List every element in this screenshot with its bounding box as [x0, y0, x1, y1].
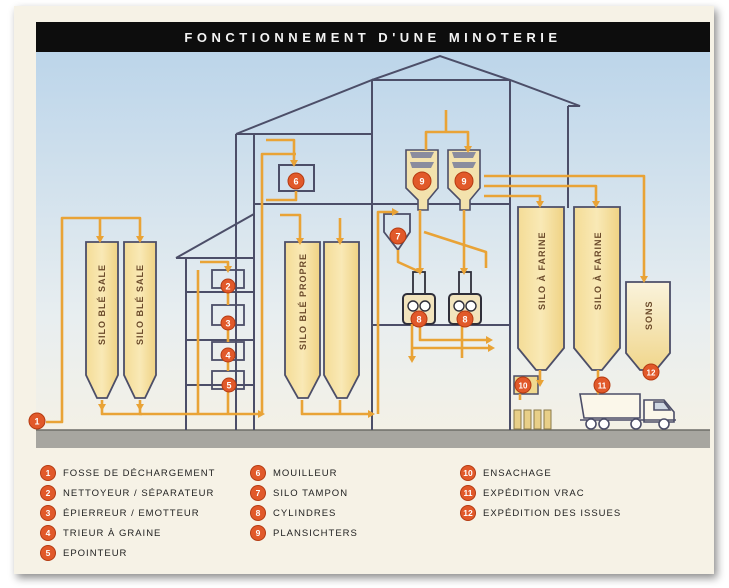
svg-text:2: 2 [225, 282, 230, 292]
legend-label: NETTOYEUR / SÉPARATEUR [63, 487, 215, 499]
svg-text:1: 1 [34, 417, 39, 427]
legend-label: EXPÉDITION DES ISSUES [483, 507, 622, 519]
marker-2: 2 [220, 278, 236, 294]
marker-4: 4 [220, 347, 236, 363]
svg-text:6: 6 [293, 177, 298, 187]
svg-text:3: 3 [225, 319, 230, 329]
legend-num: 11 [460, 485, 476, 501]
legend-item-8: 8 CYLINDRES [250, 505, 336, 521]
label-sons: SONS [644, 300, 654, 330]
svg-text:9: 9 [461, 177, 466, 187]
legend-item-2: 2 NETTOYEUR / SÉPARATEUR [40, 485, 214, 501]
label-silo-ble-sale-2: SILO BLÉ SALE [135, 264, 145, 345]
label-silo-ble-propre: SILO BLÉ PROPRE [298, 253, 308, 350]
svg-text:8: 8 [462, 315, 467, 325]
legend-item-10: 10 ENSACHAGE [460, 465, 552, 481]
marker-12: 12 [642, 363, 660, 381]
legend-label: CYLINDRES [273, 507, 337, 519]
legend-item-11: 11 EXPÉDITION VRAC [460, 485, 585, 501]
legend-item-4: 4 TRIEUR À GRAINE [40, 525, 161, 541]
truck [579, 393, 676, 430]
legend-item-1: 1 FOSSE DE DÉCHARGEMENT [40, 465, 215, 481]
legend-num: 7 [250, 485, 266, 501]
legend-num: 2 [40, 485, 56, 501]
legend-num: 4 [40, 525, 56, 541]
page-title: FONCTIONNEMENT D'UNE MINOTERIE [36, 22, 710, 52]
marker-11: 11 [593, 376, 611, 394]
svg-text:11: 11 [598, 382, 607, 391]
label-silo-farine-1: SILO À FARINE [537, 231, 547, 310]
marker-10: 10 [514, 376, 532, 394]
legend-num: 5 [40, 545, 56, 561]
marker-5: 5 [221, 377, 237, 393]
silo-ble-propre-2 [323, 241, 360, 399]
flow-arrows [96, 146, 648, 418]
marker-6: 6 [287, 172, 305, 190]
marker-8a: 8 [410, 310, 428, 328]
label-silo-farine-2: SILO À FARINE [593, 231, 603, 310]
marker-3: 3 [220, 315, 236, 331]
silo-farine-2 [573, 206, 621, 371]
svg-text:12: 12 [647, 369, 656, 378]
legend-item-7: 7 SILO TAMPON [250, 485, 348, 501]
svg-text:8: 8 [416, 315, 421, 325]
legend-num: 12 [460, 505, 476, 521]
legend-item-9: 9 PLANSICHTERS [250, 525, 358, 541]
svg-text:5: 5 [226, 381, 231, 391]
silo-farine-1 [517, 206, 565, 371]
ground [36, 430, 710, 448]
legend-item-5: 5 EPOINTEUR [40, 545, 127, 561]
legend-num: 8 [250, 505, 266, 521]
legend-label: TRIEUR À GRAINE [63, 527, 162, 539]
svg-text:7: 7 [395, 232, 400, 242]
legend-label: ENSACHAGE [483, 467, 552, 479]
legend-num: 10 [460, 465, 476, 481]
main-building [175, 54, 581, 430]
legend-item-6: 6 MOUILLEUR [250, 465, 337, 481]
legend-label: EXPÉDITION VRAC [483, 487, 585, 499]
legend-label: EPOINTEUR [63, 547, 128, 559]
marker-9a: 9 [412, 171, 432, 191]
legend-item-3: 3 ÉPIERREUR / EMOTTEUR [40, 505, 200, 521]
legend-num: 9 [250, 525, 266, 541]
legend-label: ÉPIERREUR / EMOTTEUR [63, 507, 200, 519]
legend-label: MOUILLEUR [273, 467, 338, 479]
svg-text:9: 9 [419, 177, 424, 187]
legend-num: 3 [40, 505, 56, 521]
legend-label: PLANSICHTERS [273, 527, 358, 539]
marker-9b: 9 [454, 171, 474, 191]
legend-num: 1 [40, 465, 56, 481]
silo-ble-sale-1 [85, 241, 119, 399]
svg-text:10: 10 [519, 382, 528, 391]
marker-8b: 8 [456, 310, 474, 328]
legend-num: 6 [250, 465, 266, 481]
legend-label: FOSSE DE DÉCHARGEMENT [63, 467, 216, 479]
marker-1: 1 [28, 412, 46, 430]
legend-item-12: 12 EXPÉDITION DES ISSUES [460, 505, 621, 521]
silo-ble-propre-1 [284, 241, 321, 399]
marker-7: 7 [389, 227, 407, 245]
label-silo-ble-sale-1: SILO BLÉ SALE [97, 264, 107, 345]
silo-ble-sale-2 [123, 241, 157, 399]
svg-text:4: 4 [225, 351, 230, 361]
legend-label: SILO TAMPON [273, 487, 349, 499]
